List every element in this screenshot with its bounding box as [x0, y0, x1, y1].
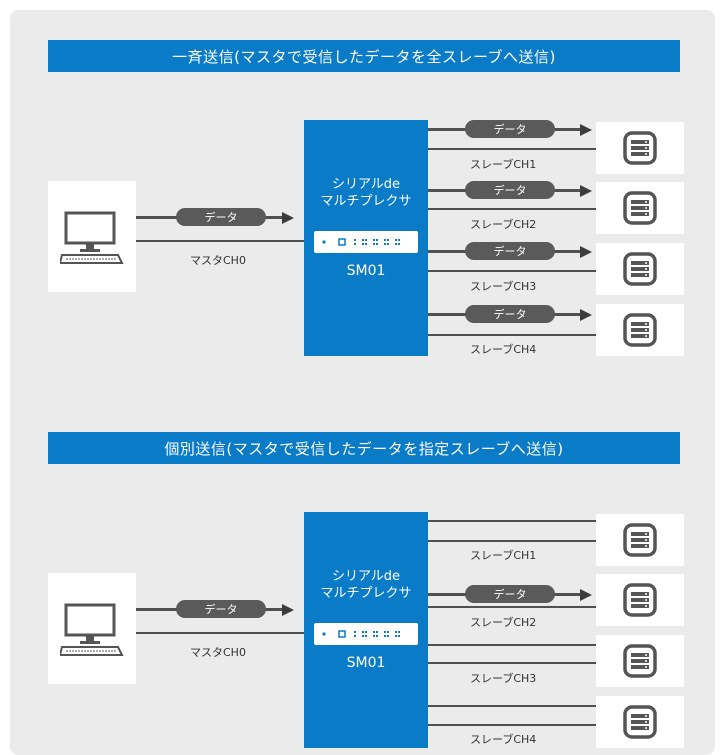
device-model: SM01	[346, 263, 386, 279]
device-front-panel	[314, 231, 418, 253]
slave-rx-line	[428, 724, 596, 726]
device-name: シリアルde マルチプレクサ	[304, 176, 428, 210]
device-name-line2: マルチプレクサ	[320, 194, 412, 209]
slave-rx-line	[428, 540, 596, 542]
multiplexer-device: シリアルde マルチプレクサ SM01	[304, 512, 428, 748]
device-model: SM01	[346, 655, 386, 671]
device-name-line2: マルチプレクサ	[320, 586, 412, 601]
slave-tx-arrow	[580, 589, 592, 601]
device-name-line1: シリアルde	[331, 569, 401, 584]
device-name: シリアルde マルチプレクサ	[304, 568, 428, 602]
slave-tx-arrow	[580, 185, 592, 197]
master-data-pill: データ	[176, 600, 266, 618]
master-rx-line	[136, 240, 304, 242]
slave-device	[596, 696, 684, 748]
slave-channel-label: スレーブCH2	[470, 616, 537, 629]
computer-icon	[60, 601, 124, 657]
master-channel-label: マスタCH0	[190, 254, 246, 267]
server-icon	[623, 705, 657, 739]
individual-title: 個別送信(マスタで受信したデータを指定スレーブへ送信)	[48, 432, 680, 464]
slave-channel-label: スレーブCH1	[470, 549, 537, 562]
master-data-pill: データ	[176, 208, 266, 226]
slave-channel-label: スレーブCH4	[470, 343, 537, 356]
slave-device	[596, 635, 684, 687]
slave-rx-line	[428, 208, 596, 210]
slave-tx-arrow	[580, 309, 592, 321]
slave-data-pill: データ	[465, 242, 555, 260]
slave-data-pill: データ	[465, 585, 555, 603]
slave-rx-line	[428, 334, 596, 336]
slave-tx-line	[428, 644, 596, 646]
multiplexer-device: シリアルde マルチプレクサ SM01	[304, 120, 428, 356]
slave-rx-line	[428, 662, 596, 664]
slave-data-pill: データ	[465, 120, 555, 138]
slave-device	[596, 574, 684, 626]
slave-channel-label: スレーブCH3	[470, 280, 537, 293]
slave-device	[596, 514, 684, 566]
server-icon	[623, 252, 657, 286]
server-icon	[623, 191, 657, 225]
server-icon	[623, 131, 657, 165]
master-tx-arrow	[282, 604, 294, 616]
slave-device	[596, 304, 684, 356]
slave-device	[596, 182, 684, 234]
server-icon	[623, 583, 657, 617]
master-rx-line	[136, 632, 304, 634]
slave-tx-arrow	[580, 246, 592, 258]
slave-data-pill: データ	[465, 181, 555, 199]
slave-rx-line	[428, 270, 596, 272]
slave-tx-line	[428, 705, 596, 707]
server-icon	[623, 523, 657, 557]
slave-rx-line	[428, 148, 596, 150]
master-channel-label: マスタCH0	[190, 646, 246, 659]
slave-channel-label: スレーブCH4	[470, 733, 537, 746]
master-tx-arrow	[282, 212, 294, 224]
master-pc	[48, 181, 136, 292]
device-front-panel	[314, 623, 418, 645]
slave-device	[596, 243, 684, 295]
device-name-line1: シリアルde	[331, 177, 401, 192]
slave-rx-line	[428, 606, 596, 608]
server-icon	[623, 644, 657, 678]
slave-device	[596, 122, 684, 174]
slave-tx-arrow	[580, 124, 592, 136]
server-icon	[623, 313, 657, 347]
computer-icon	[60, 209, 124, 265]
slave-channel-label: スレーブCH1	[470, 158, 537, 171]
slave-channel-label: スレーブCH2	[470, 218, 537, 231]
slave-channel-label: スレーブCH3	[470, 672, 537, 685]
slave-data-pill: データ	[465, 305, 555, 323]
broadcast-title: 一斉送信(マスタで受信したデータを全スレーブへ送信)	[48, 40, 680, 72]
slave-tx-line	[428, 520, 596, 522]
master-pc	[48, 573, 136, 684]
